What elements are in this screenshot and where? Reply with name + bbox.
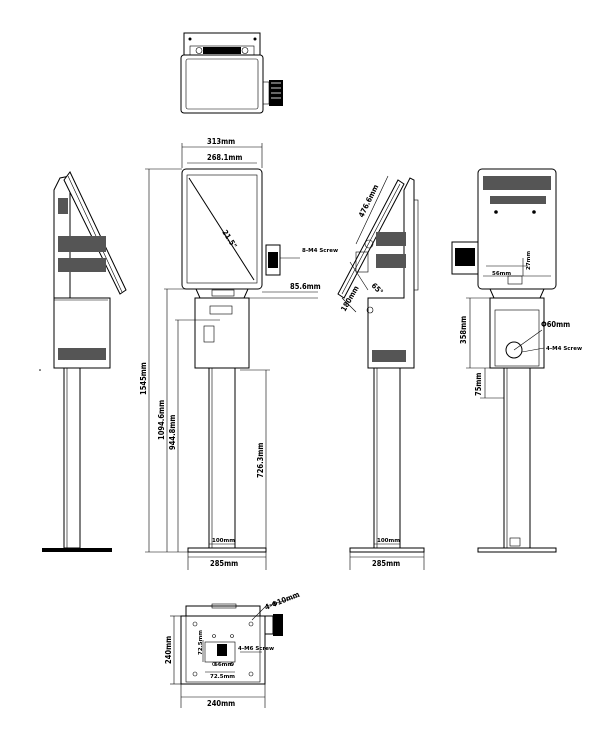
right-pole-width-label: 100mm — [377, 538, 400, 544]
back-screw-label: 4-M4 Screw — [546, 346, 582, 352]
offset-label: 85.6mm — [290, 282, 321, 291]
back-view — [451, 168, 557, 553]
top-width-label: 313mm — [207, 137, 235, 146]
screen-width-label: 268.1mm — [207, 153, 242, 162]
bottom-holes-label: 4-Φ10mm — [263, 590, 300, 612]
bottom-dimensions — [170, 595, 301, 708]
back-dimensions — [466, 258, 545, 399]
back-hole-dia-label: Φ60mm — [541, 320, 570, 329]
bottom-height-label: 240mm — [164, 636, 173, 664]
front-dimensions — [145, 143, 318, 570]
bottom-inner-c-label: 72.5mm — [210, 674, 235, 680]
right-dimensions — [341, 175, 425, 570]
back-height-label: 358mm — [459, 316, 468, 344]
top-view — [180, 32, 283, 114]
back-hole-offset-label: 56mm — [492, 271, 511, 277]
bottom-width-label: 240mm — [207, 699, 235, 708]
front-view — [181, 168, 300, 553]
back-dimension-labels: 56mm 27mm 358mm Φ60mm 4-M4 Screw 75mm — [459, 251, 582, 396]
inner-height-label: 944.8mm — [168, 415, 177, 450]
back-hole-small-label: 27mm — [526, 251, 532, 270]
pole-height-label: 726.3mm — [256, 443, 265, 478]
bottom-inner-b-label: 66mm — [214, 662, 233, 668]
right-side-view — [337, 177, 425, 553]
bottom-inner-a-label: 72.5mm — [198, 630, 204, 655]
bottom-screw-label: 4-M6 Screw — [238, 646, 274, 652]
pole-width-label: 100mm — [212, 538, 235, 544]
front-screw-label: 8-M4 Screw — [302, 248, 338, 254]
right-base-width-label: 285mm — [372, 559, 400, 568]
total-height-label: 1545mm — [139, 362, 148, 395]
base-width-label: 285mm — [210, 559, 238, 568]
mid-height-label: 1094.6mm — [157, 400, 166, 440]
back-low-label: 75mm — [474, 373, 483, 396]
angle-label: 65° — [370, 281, 385, 296]
side-diag-label: 476.6mm — [357, 183, 381, 219]
left-side-view — [39, 171, 127, 552]
bottom-view — [180, 603, 283, 685]
